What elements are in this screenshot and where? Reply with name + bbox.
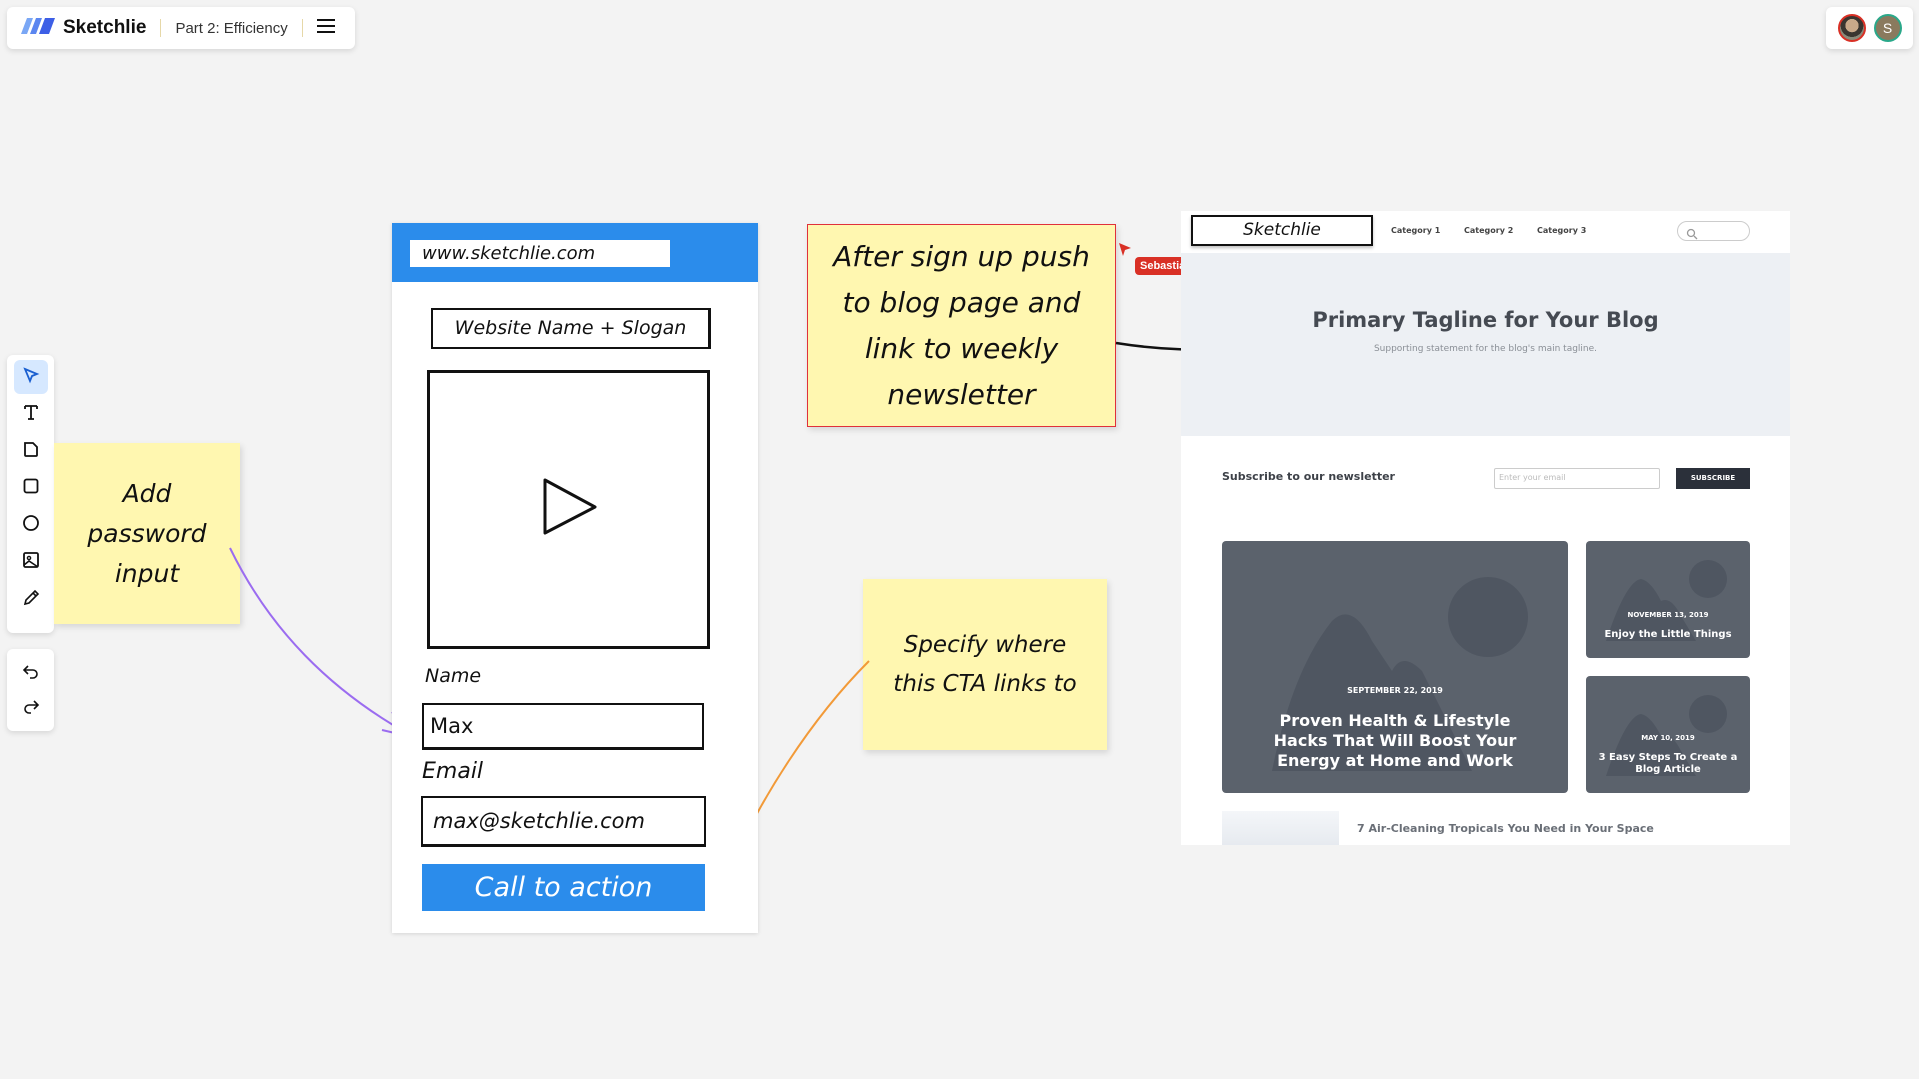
pencil-tool[interactable] xyxy=(14,582,48,616)
blog-wireframe[interactable]: Sketchlie Category 1 Category 2 Category… xyxy=(1181,211,1790,845)
name-label: Name xyxy=(425,665,482,687)
newsletter-label: Subscribe to our newsletter xyxy=(1222,470,1395,483)
post-title: Proven Health & Lifestyle Hacks That Wil… xyxy=(1273,711,1517,770)
play-icon xyxy=(539,477,599,542)
nav-category-1[interactable]: Category 1 xyxy=(1391,226,1441,235)
collaborators: S xyxy=(1826,7,1913,49)
search-icon xyxy=(1686,225,1698,244)
email-label: Email xyxy=(422,759,484,784)
email-input[interactable]: max@sketchlie.com xyxy=(421,796,706,847)
divider xyxy=(160,19,162,37)
post-card[interactable]: MAY 10, 2019 3 Easy Steps To Create a Bl… xyxy=(1586,676,1750,793)
text-icon xyxy=(22,403,40,426)
undo-button[interactable] xyxy=(14,656,48,690)
name-input[interactable]: Max xyxy=(422,703,704,750)
sticky-note-text: Specify where this CTA links to xyxy=(893,631,1077,697)
tools-panel xyxy=(7,355,54,633)
redo-button[interactable] xyxy=(14,693,48,727)
post-title: Enjoy the Little Things xyxy=(1604,629,1732,640)
history-panel xyxy=(7,649,54,731)
sticky-note-tool[interactable] xyxy=(14,434,48,468)
image-tool[interactable] xyxy=(14,545,48,579)
post-date: NOVEMBER 13, 2019 xyxy=(1627,611,1709,619)
pencil-icon xyxy=(22,588,40,611)
divider xyxy=(301,19,303,37)
url-bar[interactable]: www.sketchlie.com xyxy=(410,240,670,267)
sticky-note-password[interactable]: Add password input xyxy=(54,443,240,624)
select-tool[interactable] xyxy=(13,360,48,394)
site-name-box[interactable]: Website Name + Slogan xyxy=(431,308,711,349)
newsletter-email-input[interactable]: Enter your email xyxy=(1494,468,1660,489)
rectangle-icon xyxy=(22,477,40,500)
blog-hero: Primary Tagline for Your Blog Supporting… xyxy=(1181,253,1790,436)
sticky-note-text: Add password input xyxy=(87,478,207,588)
post-card[interactable]: NOVEMBER 13, 2019 Enjoy the Little Thing… xyxy=(1586,541,1750,658)
sticky-note-cta[interactable]: Specify where this CTA links to xyxy=(863,579,1107,750)
list-post-thumbnail[interactable] xyxy=(1222,811,1339,845)
post-title: 3 Easy Steps To Create a Blog Article xyxy=(1598,752,1738,775)
image-placeholder-icon xyxy=(1272,577,1528,771)
undo-icon xyxy=(22,662,40,685)
newsletter-section: Subscribe to our newsletter Enter your e… xyxy=(1181,436,1790,526)
menu-icon[interactable] xyxy=(316,18,335,38)
sticky-note-text: After sign up push to blog page and link… xyxy=(833,239,1090,411)
nav-category-3[interactable]: Category 3 xyxy=(1537,226,1587,235)
cursor-pointer-icon xyxy=(1119,243,1131,256)
sticky-note-icon xyxy=(22,440,40,463)
top-bar: Sketchlie Part 2: Efficiency xyxy=(7,7,355,49)
subscribe-button[interactable]: SUBSCRIBE xyxy=(1676,468,1750,489)
text-tool[interactable] xyxy=(14,397,48,431)
sticky-note-signup[interactable]: After sign up push to blog page and link… xyxy=(807,224,1116,427)
post-date: SEPTEMBER 22, 2019 xyxy=(1347,686,1443,695)
featured-post-card[interactable]: SEPTEMBER 22, 2019 Proven Health & Lifes… xyxy=(1222,541,1568,793)
redo-icon xyxy=(22,699,40,722)
image-placeholder-icon xyxy=(1606,560,1727,641)
blog-search[interactable] xyxy=(1677,221,1750,241)
blog-subtagline: Supporting statement for the blog's main… xyxy=(1373,344,1598,354)
rectangle-tool[interactable] xyxy=(14,471,48,505)
arrow-password-to-form[interactable] xyxy=(229,547,415,739)
cursor-icon xyxy=(22,366,40,389)
blog-tagline: Primary Tagline for Your Blog xyxy=(1312,308,1659,332)
sketchlie-logo-icon xyxy=(21,17,55,39)
app-logo[interactable]: Sketchlie xyxy=(63,17,147,38)
cta-button[interactable]: Call to action xyxy=(422,864,705,911)
image-icon xyxy=(22,551,40,574)
circle-icon xyxy=(22,514,40,537)
avatar[interactable]: S xyxy=(1873,14,1902,42)
image-placeholder-icon xyxy=(1606,695,1727,776)
video-placeholder[interactable] xyxy=(427,370,710,649)
post-date: MAY 10, 2019 xyxy=(1641,734,1695,742)
avatar[interactable] xyxy=(1837,14,1866,42)
blog-logo[interactable]: Sketchlie xyxy=(1191,215,1373,246)
board-title[interactable]: Part 2: Efficiency xyxy=(175,19,288,37)
list-post-title[interactable]: 7 Air-Cleaning Tropicals You Need in You… xyxy=(1357,822,1654,835)
blog-nav: Sketchlie Category 1 Category 2 Category… xyxy=(1181,211,1790,253)
nav-category-2[interactable]: Category 2 xyxy=(1464,226,1514,235)
circle-tool[interactable] xyxy=(14,508,48,542)
mobile-wireframe[interactable]: www.sketchlie.com Website Name + Slogan … xyxy=(392,223,758,933)
browser-header: www.sketchlie.com xyxy=(392,223,758,282)
